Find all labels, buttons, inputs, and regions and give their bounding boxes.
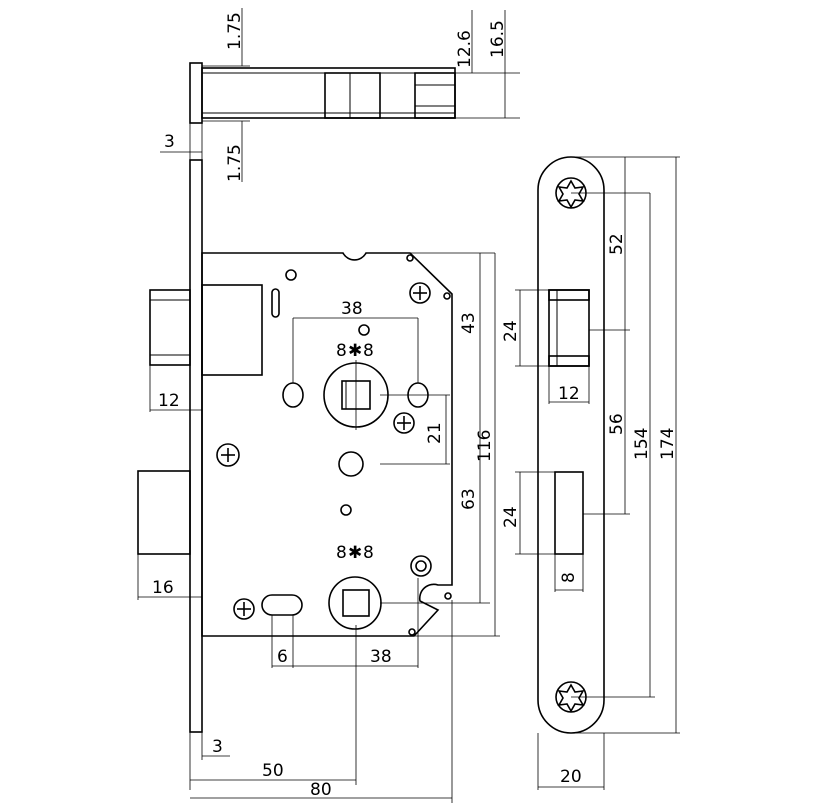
dim-lower-spacing: 38: [370, 647, 392, 667]
screw-top-right: [409, 282, 431, 304]
dim-screw-to-top: 52: [607, 233, 627, 255]
screw-lower-left: [233, 598, 255, 620]
dim-case-depth: 80: [310, 780, 332, 800]
dim-flange-bottom: 1.75: [225, 144, 245, 182]
front-faceplate: [189, 159, 203, 733]
dim-slot: 6: [277, 647, 288, 667]
front-view: 8 ✱ 8 8 ✱ 8 38 21 43 6: [137, 159, 500, 803]
cylinder-square: [342, 589, 370, 617]
dim-centre-distance: 63: [459, 488, 479, 510]
dim-body-inner: 12.6: [455, 30, 475, 68]
lower-slot: [261, 594, 303, 616]
dim-latch-depth: 12: [158, 391, 180, 411]
guide-slot: [271, 288, 280, 318]
dim-plate-width: 20: [560, 767, 582, 787]
dim-opening-spacing: 56: [607, 413, 627, 435]
dim-backset: 50: [262, 761, 284, 781]
dim-flange-top: 1.75: [225, 12, 245, 50]
dim-front-thickness: 3: [212, 737, 223, 757]
dim-opening-lower: 24: [501, 506, 521, 528]
top-latch-block: [324, 72, 381, 119]
strike-plate: [537, 156, 605, 734]
dim-case-height: 116: [475, 430, 495, 462]
dim-body-outer: 16.5: [488, 20, 508, 58]
latch-housing: [201, 284, 263, 376]
top-faceplate: [189, 62, 203, 124]
screw-left: [216, 443, 240, 467]
dim-opening-lower-depth: 8: [559, 572, 579, 583]
dim-opening-upper-depth: 12: [558, 384, 580, 404]
dim-top-offset: 43: [459, 312, 479, 334]
lock-case: [201, 252, 453, 637]
spindle-size-a: 8: [336, 341, 347, 361]
dim-screw-spacing: 154: [632, 428, 652, 460]
strike-opening-lower: [554, 471, 584, 555]
star-glyph-a: ✱: [348, 341, 362, 361]
screw-hub: [393, 412, 415, 434]
screw-lower-right: [410, 555, 432, 577]
dim-plate-length: 174: [658, 428, 678, 460]
dim-faceplate-thickness: 3: [164, 132, 175, 152]
pin-centre: [358, 324, 370, 336]
hole-left: [282, 382, 304, 408]
dim-bolt-depth: 16: [152, 578, 174, 598]
top-lock-body: [201, 67, 456, 119]
strike-plate-view: 24 12 24 8 52 56 154 174 20: [501, 156, 680, 790]
top-bolt-block: [414, 72, 456, 119]
top-view: 1.75 1.75 3 12.6 16.5: [160, 8, 520, 182]
dead-bolt: [137, 470, 191, 555]
cylinder-size-b: 8: [363, 543, 374, 563]
dim-opening-upper: 24: [501, 320, 521, 342]
latch-bolt: [149, 289, 191, 366]
star-glyph-b: ✱: [348, 543, 362, 563]
dim-spindle-spacing: 38: [341, 299, 363, 319]
dim-spindle-offset: 21: [425, 422, 445, 444]
cylinder-size-a: 8: [336, 543, 347, 563]
cylinder-hub: [328, 576, 382, 630]
spindle-size-b: 8: [363, 341, 374, 361]
pin-top: [285, 269, 297, 281]
strike-opening-upper: [548, 289, 590, 367]
pin-middle: [340, 504, 352, 516]
centre-hole: [338, 451, 364, 477]
